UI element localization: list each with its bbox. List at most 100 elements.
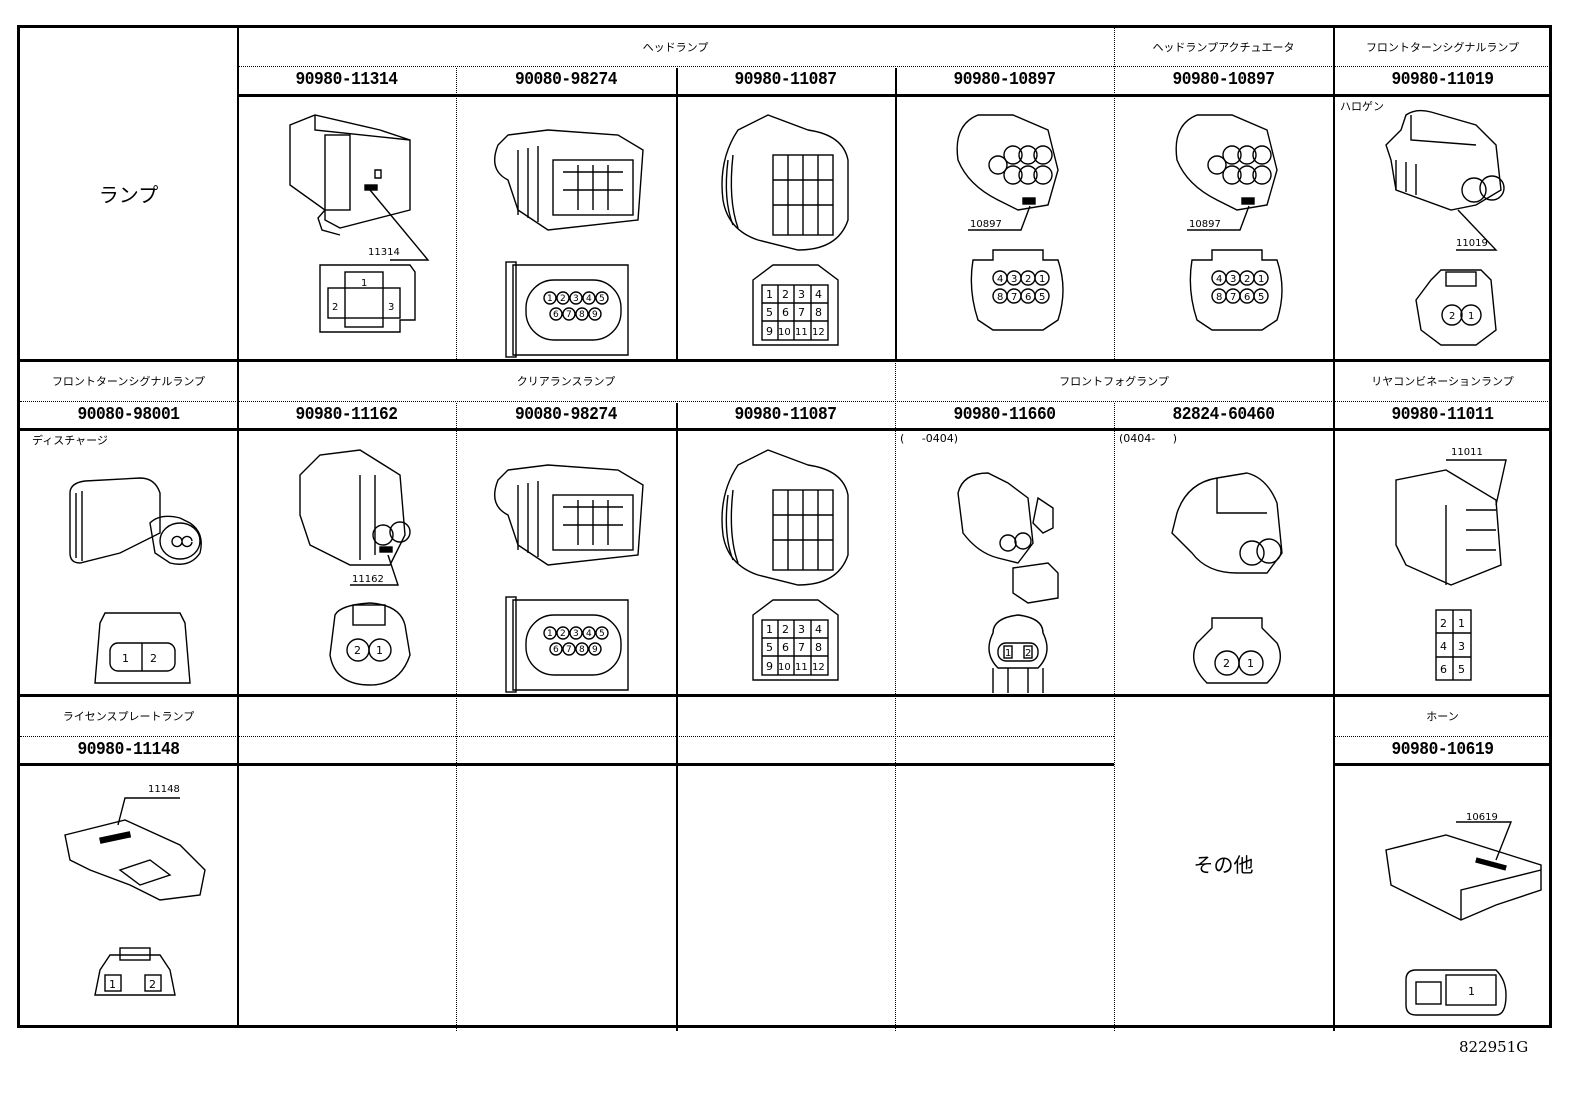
category-headlamp: ヘッドランプ xyxy=(642,41,709,54)
part-number: 90980-11660 xyxy=(953,405,1056,425)
svg-text:2: 2 xyxy=(782,288,789,301)
svg-text:2: 2 xyxy=(782,623,789,636)
svg-text:5: 5 xyxy=(766,641,773,654)
callout-label: 10897 xyxy=(1189,219,1221,230)
part-number: 90980-11148 xyxy=(77,740,180,760)
svg-text:5: 5 xyxy=(1039,292,1045,303)
svg-text:10: 10 xyxy=(778,327,791,338)
svg-text:1: 1 xyxy=(547,629,553,639)
divider xyxy=(1333,696,1335,1031)
svg-text:2: 2 xyxy=(149,978,156,991)
divider xyxy=(237,28,239,1025)
date-range-note: (0404- ) xyxy=(1119,432,1178,445)
divider xyxy=(20,763,1114,766)
part-number: 90980-11314 xyxy=(295,70,398,90)
svg-text:1: 1 xyxy=(1039,274,1045,285)
divider xyxy=(456,403,457,696)
divider xyxy=(237,66,1552,67)
divider xyxy=(456,696,457,1031)
svg-text:6: 6 xyxy=(1440,663,1447,676)
svg-text:3: 3 xyxy=(1230,274,1236,285)
connector-drawing-11162: 11162 2 1 xyxy=(260,435,450,690)
category-rear-combination-lamp: リヤコンビネーションランプ xyxy=(1371,375,1514,388)
svg-text:1: 1 xyxy=(1468,311,1474,322)
connector-drawing-11148: 11148 1 2 xyxy=(40,770,230,1025)
svg-text:3: 3 xyxy=(1011,274,1017,285)
divider xyxy=(237,94,1552,97)
svg-text:1: 1 xyxy=(766,623,773,636)
svg-text:3: 3 xyxy=(1458,640,1465,653)
divider xyxy=(676,696,678,1031)
svg-text:2: 2 xyxy=(1449,311,1455,322)
svg-text:7: 7 xyxy=(1230,292,1236,303)
part-number: 90980-11087 xyxy=(734,405,837,425)
category-front-turn-signal: フロントターンシグナルランプ xyxy=(1365,41,1520,54)
connector-drawing-60460: 2 1 xyxy=(1137,453,1327,698)
callout-label: 11011 xyxy=(1451,447,1483,458)
divider xyxy=(895,361,896,696)
callout-label: 11148 xyxy=(148,784,180,795)
svg-text:7: 7 xyxy=(798,306,805,319)
divider xyxy=(1114,696,1115,1031)
svg-text:12: 12 xyxy=(812,662,825,673)
connector-drawing-11660: 1 2 xyxy=(918,453,1108,698)
callout-label: 11019 xyxy=(1456,238,1488,249)
callout-label: 11314 xyxy=(368,247,400,258)
discharge-note: ディスチャージ xyxy=(32,434,108,447)
svg-text:3: 3 xyxy=(798,623,805,636)
svg-text:1: 1 xyxy=(376,644,383,657)
svg-text:1: 1 xyxy=(1247,657,1254,670)
svg-text:8: 8 xyxy=(579,310,585,320)
svg-text:8: 8 xyxy=(815,641,822,654)
connector-drawing-10897: 10897 4 3 2 1 8 7 6 5 xyxy=(1137,100,1327,355)
svg-text:3: 3 xyxy=(388,302,394,313)
callout-label: 11162 xyxy=(352,574,384,585)
svg-text:9: 9 xyxy=(766,660,773,673)
svg-text:2: 2 xyxy=(150,652,157,665)
svg-text:2: 2 xyxy=(1025,648,1031,659)
category-front-turn-signal: フロントターンシグナルランプ xyxy=(51,375,206,388)
svg-text:11: 11 xyxy=(795,662,808,673)
part-number: 90980-11087 xyxy=(734,70,837,90)
svg-text:9: 9 xyxy=(592,645,598,655)
svg-text:4: 4 xyxy=(586,629,592,639)
part-number: 90980-11162 xyxy=(295,405,398,425)
svg-text:4: 4 xyxy=(1216,274,1222,285)
divider xyxy=(20,401,1552,402)
divider xyxy=(895,68,897,361)
divider xyxy=(456,68,457,361)
svg-text:12: 12 xyxy=(812,327,825,338)
category-front-fog-lamp: フロントフォグランプ xyxy=(1059,375,1169,388)
svg-text:3: 3 xyxy=(798,288,805,301)
svg-text:4: 4 xyxy=(815,288,822,301)
svg-text:7: 7 xyxy=(1011,292,1017,303)
svg-text:1: 1 xyxy=(1468,985,1475,998)
svg-text:1: 1 xyxy=(547,294,553,304)
svg-text:10: 10 xyxy=(778,662,791,673)
svg-text:2: 2 xyxy=(1244,274,1250,285)
svg-text:6: 6 xyxy=(553,310,559,320)
divider xyxy=(20,359,1552,362)
svg-text:1: 1 xyxy=(109,978,116,991)
svg-text:6: 6 xyxy=(1025,292,1031,303)
svg-text:7: 7 xyxy=(566,645,572,655)
divider xyxy=(1333,763,1552,766)
svg-text:6: 6 xyxy=(553,645,559,655)
divider xyxy=(1333,736,1552,737)
connector-drawing-11314: 11314 1 2 3 xyxy=(260,100,450,355)
divider xyxy=(1114,28,1115,361)
divider xyxy=(676,68,678,361)
divider xyxy=(20,694,1552,697)
svg-text:1: 1 xyxy=(766,288,773,301)
svg-text:4: 4 xyxy=(586,294,592,304)
category-clearance-lamp: クリアランスランプ xyxy=(516,375,616,388)
category-headlamp-actuator: ヘッドランプアクチュエータ xyxy=(1152,41,1295,54)
part-number: 90980-10897 xyxy=(953,70,1056,90)
part-number: 82824-60460 xyxy=(1172,405,1275,425)
svg-text:8: 8 xyxy=(579,645,585,655)
svg-text:2: 2 xyxy=(1223,657,1230,670)
divider xyxy=(1114,403,1115,696)
